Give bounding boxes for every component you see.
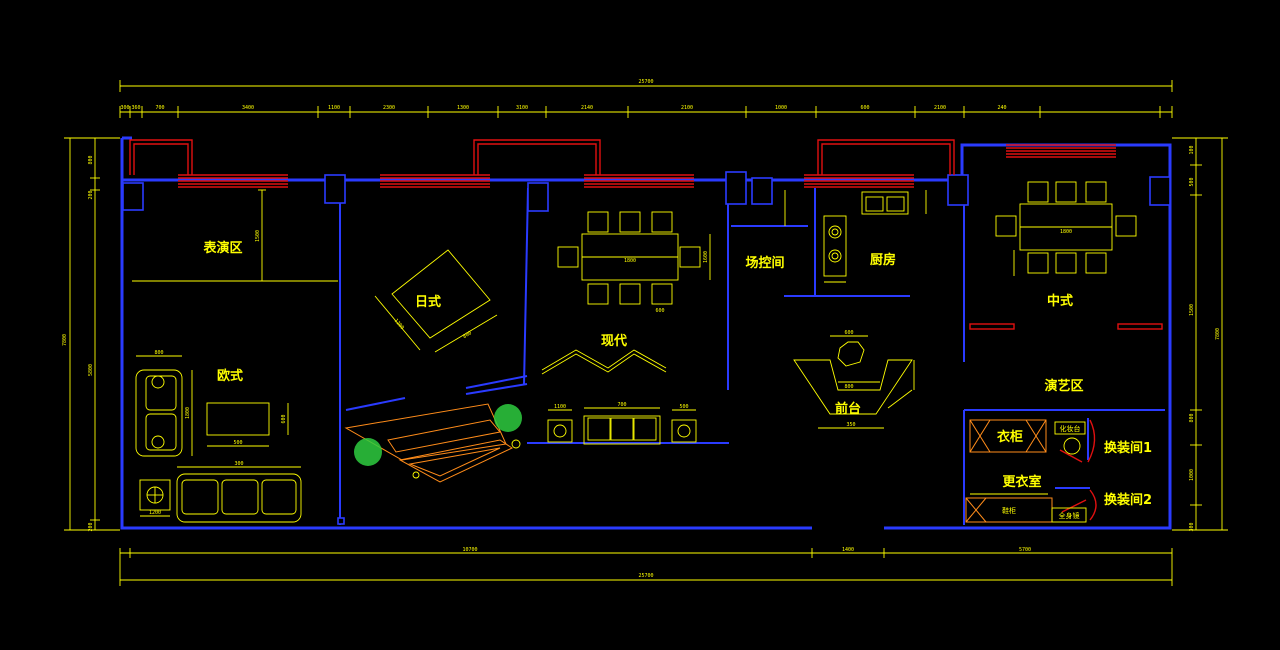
dim-bottom-door: 1400	[842, 547, 854, 553]
dim-left-seg-2: 200	[88, 190, 94, 199]
dim-top-seg: 1300	[457, 105, 469, 111]
dim-desk-2: 800	[844, 384, 853, 390]
plant-icon	[354, 438, 382, 466]
dim-right-total: 7800	[1215, 328, 1221, 340]
dim-right-seg-2: 500	[1189, 177, 1195, 186]
dim-top-seg: 300	[120, 105, 129, 111]
label-japanese: 日式	[415, 294, 441, 310]
dim-desk-3: 350	[846, 422, 855, 428]
kitchen-furniture	[784, 190, 927, 283]
walls	[120, 136, 1172, 530]
chinese-furniture: 1800	[995, 181, 1137, 276]
label-wardrobe: 衣柜	[997, 429, 1023, 445]
label-european: 欧式	[217, 368, 243, 384]
dim-jp-2: 800	[462, 330, 473, 340]
label-changing2: 换装间2	[1104, 492, 1152, 508]
label-control: 场控间	[745, 255, 784, 271]
dim-modern-side1: 1100	[554, 404, 566, 410]
dim-euro-sofa-w: 800	[154, 350, 163, 356]
dim-top-total: 25700	[638, 79, 653, 85]
dim-euro-side: 1200	[149, 510, 161, 516]
front-desk: 600 800 350	[793, 330, 915, 429]
room-labels: 表演区 欧式 日式 现代 场控间 厨房 中式 演艺区 前台 衣柜 更衣室 换装间…	[202, 240, 1152, 520]
label-show-area: 演艺区	[1044, 378, 1083, 394]
dim-modern-table: 1800	[624, 258, 636, 264]
label-kitchen: 厨房	[870, 252, 896, 268]
dim-euro-table-h: 600	[281, 414, 287, 423]
label-performance: 表演区	[202, 240, 242, 256]
dim-bottom-left: 10700	[462, 547, 477, 553]
dressing-furniture	[965, 419, 1087, 523]
dim-right-seg-1: 100	[1189, 145, 1195, 154]
label-modern: 现代	[601, 333, 627, 349]
dim-modern-sofa: 700	[617, 402, 626, 408]
dim-euro-sofa-h: 1800	[185, 407, 191, 419]
label-full-mirror: 全身镜	[1059, 511, 1080, 520]
dim-right-seg-3: 1500	[1189, 304, 1195, 316]
dim-top-seg: 240	[997, 105, 1006, 111]
dim-right-seg-5: 1000	[1189, 469, 1195, 481]
dim-left-total: 7800	[62, 334, 68, 346]
label-front-desk: 前台	[835, 401, 861, 417]
modern-furniture: 1800 1600 600 700 1100 500	[541, 211, 711, 445]
performance-stage: 1500	[132, 189, 338, 282]
label-makeup: 化妆台	[1060, 424, 1081, 433]
dim-left-seg-4: 200	[88, 522, 94, 531]
dim-top-seg: 3100	[516, 105, 528, 111]
plant-icon	[494, 404, 522, 432]
windows	[129, 139, 1163, 521]
european-furniture: 800 1800 500 600 300 1200	[135, 350, 302, 523]
dim-jp-1: 1200	[393, 318, 405, 331]
dim-cn-table: 1800	[1060, 229, 1072, 235]
dim-right-seg-4: 800	[1189, 413, 1195, 422]
label-changing1: 换装间1	[1104, 440, 1152, 456]
dim-top-seg: 3400	[242, 105, 254, 111]
dim-bottom-total: 25700	[638, 573, 653, 579]
dim-top-seg: 600	[860, 105, 869, 111]
dim-desk-1: 600	[844, 330, 853, 336]
dim-left-seg-3: 5800	[88, 364, 94, 376]
japanese-furniture: 1200 800	[344, 249, 522, 483]
dim-euro-sofa2-w: 300	[234, 461, 243, 467]
dim-top-seg: 1000	[775, 105, 787, 111]
dim-top-seg: 360	[131, 105, 140, 111]
dim-modern-h: 1600	[703, 251, 709, 263]
label-dressing: 更衣室	[1002, 474, 1041, 490]
dim-modern-chair: 600	[655, 308, 664, 314]
dim-modern-side2: 500	[679, 404, 688, 410]
dim-bottom-right: 5700	[1019, 547, 1031, 553]
label-chinese: 中式	[1047, 293, 1073, 309]
dim-euro-table-w: 500	[233, 440, 242, 446]
dim-top-seg: 700	[155, 105, 164, 111]
label-shoe-cabinet: 鞋柜	[1002, 506, 1016, 515]
dim-left-seg-1: 800	[88, 155, 94, 164]
dim-top-seg: 2100	[934, 105, 946, 111]
dim-top-seg: 2140	[581, 105, 593, 111]
dim-right-seg-6: 300	[1189, 522, 1195, 531]
dim-top-seg: 1100	[328, 105, 340, 111]
dim-stage: 1500	[255, 230, 261, 242]
dim-top-seg: 2100	[681, 105, 693, 111]
dim-top-seg: 2300	[383, 105, 395, 111]
